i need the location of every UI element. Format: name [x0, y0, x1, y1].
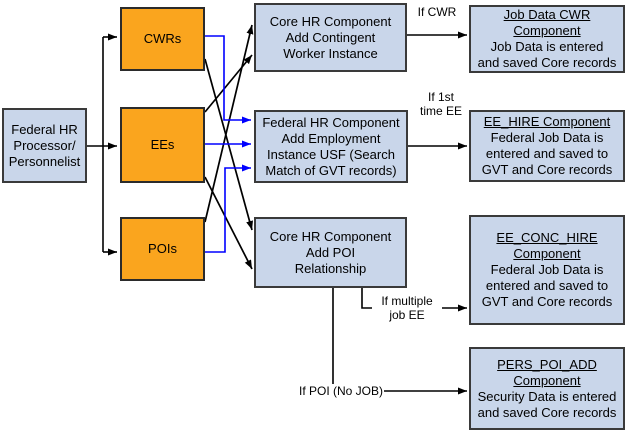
node-ees-label: EEs — [150, 137, 175, 152]
node-pers-poi-add-title: PERS_POI_ADD Component — [497, 356, 597, 388]
edge-pois-to-federal-add-emp — [205, 164, 251, 253]
edge-ees-to-core-add-cw — [204, 54, 253, 113]
node-cwrs-label: CWRs — [143, 31, 182, 46]
node-ees: EEs — [120, 107, 205, 183]
node-pers-poi-add: PERS_POI_ADD Component Security Data is … — [469, 347, 625, 430]
node-core-add-poi-label: Core HR Component Add POI Relationship — [269, 228, 392, 276]
edge-pois-to-core-add-cw — [204, 24, 254, 223]
node-pois: POIs — [120, 217, 205, 281]
node-federal-hr-processor: Federal HR Processor/ Personnelist — [2, 108, 87, 183]
node-ee-conc-hire-body: Federal Job Data is entered and saved to… — [481, 262, 613, 309]
node-cwrs: CWRs — [120, 7, 205, 71]
node-core-add-cw: Core HR Component Add Contingent Worker … — [254, 3, 407, 72]
edge-ees-to-core-add-poi — [204, 176, 253, 270]
node-job-data-cwr: Job Data CWR Component Job Data is enter… — [469, 5, 625, 73]
node-ee-conc-hire: EE_CONC_HIRE Component Federal Job Data … — [469, 215, 625, 325]
node-ee-conc-hire-title: EE_CONC_HIRE Component — [496, 230, 598, 261]
node-federal-hr-processor-label: Federal HR Processor/ Personnelist — [8, 121, 81, 169]
node-federal-add-emp-label: Federal HR Component Add Employment Inst… — [262, 114, 400, 178]
edge-label-if-poi-no-job: If POI (No JOB) — [298, 384, 384, 398]
node-pers-poi-add-body: Security Data is entered and saved Core … — [477, 388, 617, 420]
node-ee-hire-body: Federal Job Data is entered and saved to… — [481, 130, 613, 177]
node-ee-hire: EE_HIRE Component Federal Job Data is en… — [469, 110, 625, 182]
node-core-add-cw-label: Core HR Component Add Contingent Worker … — [269, 13, 392, 61]
node-job-data-cwr-body: Job Data is entered and saved Core recor… — [477, 39, 617, 70]
edge-label-if-first-time-ee: If 1st time EE — [419, 90, 462, 118]
node-ee-hire-title: EE_HIRE Component — [483, 114, 611, 129]
node-federal-add-emp: Federal HR Component Add Employment Inst… — [254, 110, 408, 183]
edge-label-if-cwr: If CWR — [417, 5, 457, 19]
node-pois-label: POIs — [148, 241, 177, 256]
edge-label-if-multiple-job-ee: If multiple job EE — [372, 294, 442, 322]
edge-cwrs-to-federal-add-emp — [205, 35, 251, 124]
node-core-add-poi: Core HR Component Add POI Relationship — [254, 217, 407, 288]
node-job-data-cwr-title: Job Data CWR Component — [503, 7, 591, 38]
